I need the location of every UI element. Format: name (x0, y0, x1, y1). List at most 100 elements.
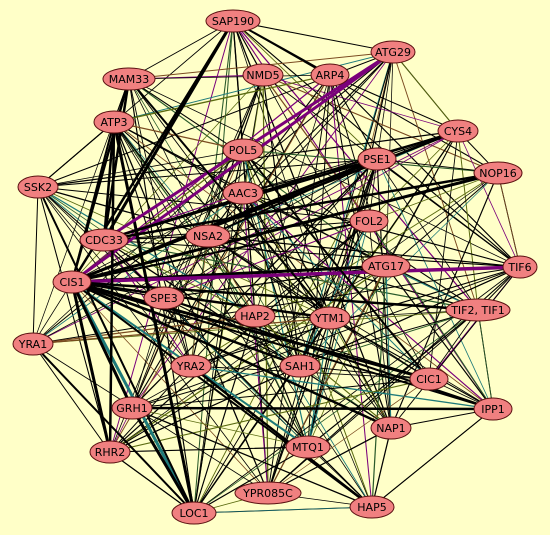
node-shape (349, 495, 395, 519)
node-yra1[interactable]: YRA1 (12, 332, 54, 356)
node-label: HAP5 (357, 501, 386, 514)
edge-ssk2-nap1 (37, 186, 392, 429)
node-ypr085c[interactable]: YPR085C (234, 481, 302, 505)
edge-ytm1-ipp1 (329, 317, 494, 410)
edge-cdc33-tif6 (103, 239, 521, 268)
edge-mam33-arp4 (128, 74, 331, 80)
edge-mam33-nap1 (128, 78, 392, 429)
edge-sah1-cic1 (299, 365, 430, 380)
edge-pse1-tif6 (376, 158, 521, 268)
edge-ssk2-rhr2 (37, 186, 111, 453)
edge-cis1-nap1 (70, 280, 393, 430)
node-hap5[interactable]: HAP5 (349, 495, 395, 519)
node-cys4[interactable]: CYS4 (437, 119, 479, 143)
node-nmd5[interactable]: NMD5 (242, 63, 284, 87)
edge-tif2-ipp1 (477, 309, 494, 410)
node-nap1[interactable]: NAP1 (370, 416, 412, 440)
node-label: CYS4 (444, 125, 472, 138)
node-ipp1[interactable]: IPP1 (473, 397, 513, 421)
node-shape (12, 332, 54, 356)
node-mtq1[interactable]: MTQ1 (285, 435, 331, 459)
edge-nop16-fol2 (368, 172, 499, 222)
edge-atp3-pol5 (113, 121, 244, 151)
node-tif2[interactable]: TIF2, TIF1 (445, 298, 511, 322)
node-atg29[interactable]: ATG29 (370, 40, 416, 64)
node-sah1[interactable]: SAH1 (279, 354, 321, 378)
edge-atp3-ssk2 (37, 121, 115, 188)
node-ssk2[interactable]: SSK2 (17, 175, 59, 199)
edge-rhr2-mtq1 (109, 446, 309, 453)
edge-pse1-ytm1 (329, 158, 378, 319)
node-label: YRA2 (176, 360, 205, 373)
node-hap2[interactable]: HAP2 (234, 304, 276, 328)
node-shape (111, 396, 153, 420)
node-shape (279, 354, 321, 378)
node-label: YTM1 (314, 312, 345, 325)
node-label: GRH1 (116, 402, 147, 415)
node-label: NSA2 (193, 230, 223, 243)
node-shape (473, 161, 523, 185)
edge-yra2-hap5 (189, 364, 374, 509)
node-tif6[interactable]: TIF6 (502, 255, 538, 279)
node-pse1[interactable]: PSE1 (357, 147, 397, 171)
edge-ssk2-fol2 (37, 186, 370, 222)
node-label: CIC1 (416, 373, 442, 386)
edge-fol2-ipp1 (368, 220, 494, 410)
edge-sap190-tif6 (232, 20, 521, 268)
node-shape (17, 175, 59, 199)
edge-hap2-loc1 (193, 315, 256, 514)
node-nop16[interactable]: NOP16 (473, 161, 523, 185)
node-pol5[interactable]: POL5 (222, 138, 264, 162)
edge-cis1-cic1 (70, 280, 431, 381)
node-grh1[interactable]: GRH1 (111, 396, 153, 420)
node-nsa2[interactable]: NSA2 (185, 224, 231, 248)
edge-atp3-nsa2 (113, 121, 209, 237)
node-ytm1[interactable]: YTM1 (309, 306, 351, 330)
node-loc1[interactable]: LOC1 (171, 501, 217, 525)
edge-atg17-rhr2 (109, 265, 387, 453)
node-cis1[interactable]: CIS1 (52, 270, 92, 294)
node-cdc33[interactable]: CDC33 (79, 228, 129, 252)
edge-cic1-ypr085c (267, 378, 430, 494)
edge-aac3-ypr085c (242, 192, 269, 494)
edge-ipp1-hap5 (371, 408, 494, 508)
edge-atg29-cys4 (392, 51, 459, 132)
edge-grh1-mtq1 (131, 407, 309, 448)
node-label: HAP2 (240, 310, 269, 323)
node-shape (473, 397, 513, 421)
edge-atg29-nsa2 (207, 51, 394, 237)
edge-tif6-grh1 (131, 266, 521, 409)
node-yra2[interactable]: YRA2 (170, 354, 212, 378)
node-cic1[interactable]: CIC1 (409, 367, 449, 391)
node-fol2[interactable]: FOL2 (349, 209, 389, 233)
node-shape (234, 304, 276, 328)
node-label: SPE3 (150, 292, 178, 305)
edge-pse1-ipp1 (376, 158, 494, 410)
node-shape (52, 270, 92, 294)
node-shape (357, 147, 397, 171)
edge-spe3-grh1 (131, 297, 165, 409)
node-arp4[interactable]: ARP4 (310, 63, 350, 87)
node-spe3[interactable]: SPE3 (143, 286, 185, 310)
node-shape (502, 255, 538, 279)
node-rhr2[interactable]: RHR2 (89, 440, 131, 464)
edge-fol2-spe3 (163, 220, 370, 299)
node-label: POL5 (229, 144, 257, 157)
edge-yra1-loc1 (32, 343, 195, 514)
edge-cys4-tif6 (457, 130, 521, 268)
edge-pol5-ssk2 (37, 149, 244, 188)
edge-nop16-rhr2 (109, 172, 499, 453)
node-atg17[interactable]: ATG17 (361, 254, 411, 278)
node-atp3[interactable]: ATP3 (93, 110, 135, 134)
edge-arp4-atp3 (113, 74, 331, 123)
node-mam33[interactable]: MAM33 (102, 67, 156, 91)
node-sap190[interactable]: SAP190 (205, 9, 261, 33)
edge-atg29-spe3 (163, 51, 394, 299)
edge-cis1-grh1 (70, 280, 134, 410)
node-label: IPP1 (481, 403, 505, 416)
edge-grh1-ipp1 (130, 406, 495, 411)
node-label: NMD5 (246, 69, 279, 82)
node-aac3[interactable]: AAC3 (222, 181, 264, 205)
node-shape (310, 63, 350, 87)
